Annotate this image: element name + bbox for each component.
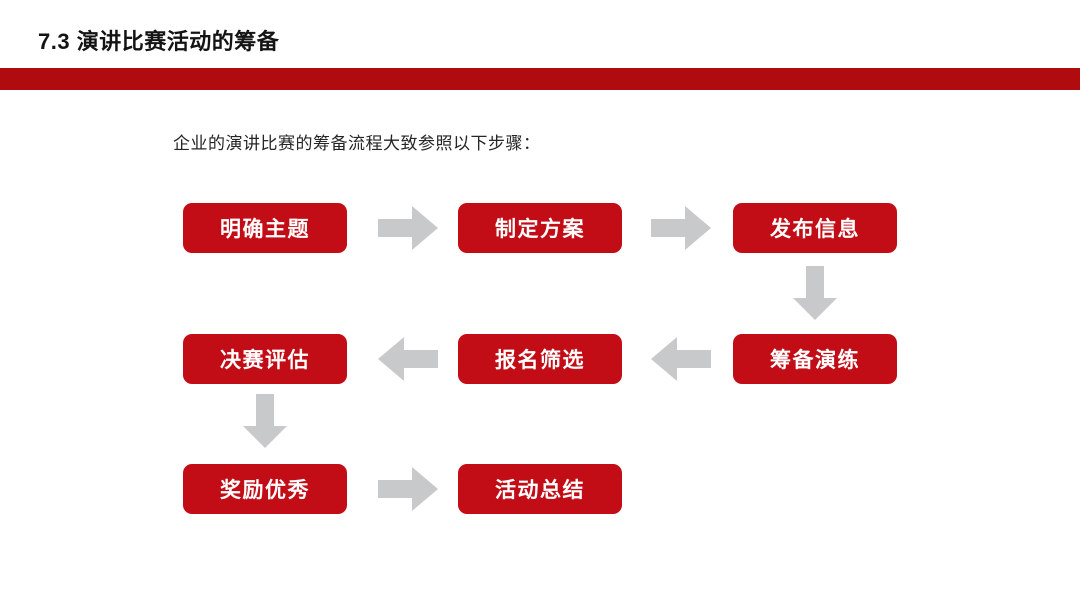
arrow-stem [256,394,274,426]
arrow-down-icon [793,266,837,320]
arrow-left-icon [378,337,438,381]
arrow-stem [806,266,824,298]
arrow-head [243,426,287,448]
arrow-head [412,467,438,511]
arrow-stem [378,219,412,237]
slide-title: 7.3 演讲比赛活动的筹备 [38,29,280,54]
flow-node-step2: 制定方案 [458,203,622,253]
arrow-stem [378,480,412,498]
flow-node-step1: 明确主题 [183,203,347,253]
arrow-right-icon [378,467,438,511]
arrow-head [793,298,837,320]
arrow-down-icon [243,394,287,448]
arrow-stem [651,219,685,237]
arrow-stem [677,350,711,368]
arrow-right-icon [651,206,711,250]
flow-node-step4: 筹备演练 [733,334,897,384]
flow-node-step5: 报名筛选 [458,334,622,384]
arrow-head [685,206,711,250]
flow-node-step3: 发布信息 [733,203,897,253]
title-accent-bar [0,68,1080,90]
arrow-right-icon [378,206,438,250]
flow-node-step6: 决赛评估 [183,334,347,384]
flow-node-step8: 活动总结 [458,464,622,514]
arrow-head [412,206,438,250]
arrow-stem [404,350,438,368]
intro-text: 企业的演讲比赛的筹备流程大致参照以下步骤： [173,134,541,153]
flow-node-step7: 奖励优秀 [183,464,347,514]
arrow-head [378,337,404,381]
arrow-head [651,337,677,381]
arrow-left-icon [651,337,711,381]
